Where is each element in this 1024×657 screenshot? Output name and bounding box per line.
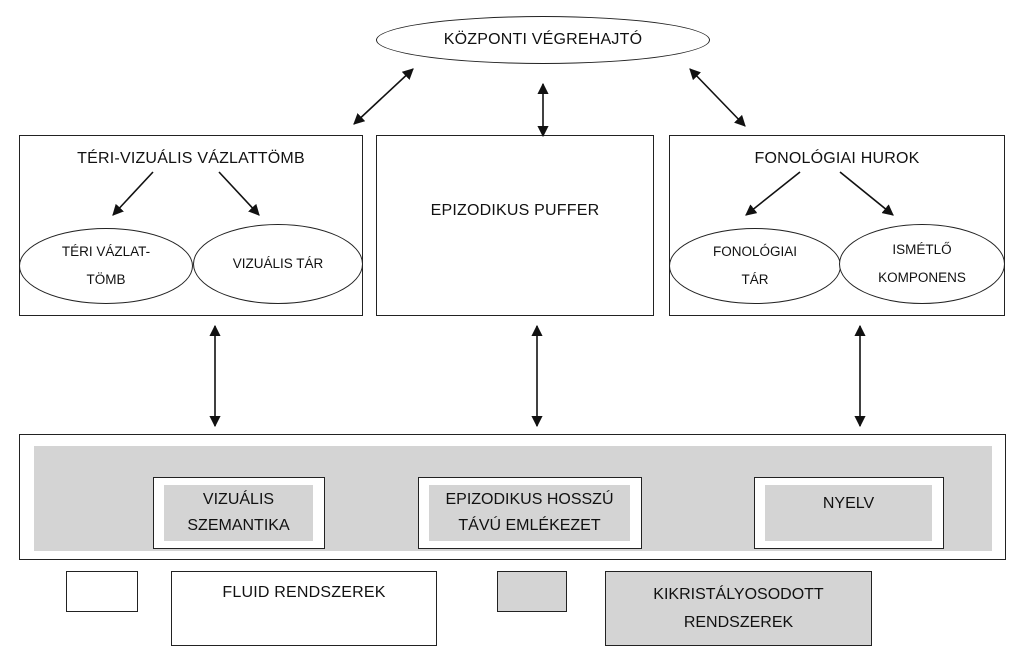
spatial-sketch-line1: TÉRI VÁZLAT- xyxy=(61,244,151,259)
visual-semantics-line1: VIZUÁLIS xyxy=(202,491,275,508)
visual-store-ellipse: VIZUÁLIS TÁR xyxy=(193,224,363,304)
language: NYELV xyxy=(754,477,944,549)
spatial-sketch-line2: TÖMB xyxy=(86,272,126,287)
visual-store-label: VIZUÁLIS TÁR xyxy=(232,256,324,271)
phonological-loop-title: FONOLÓGIAI HUROK xyxy=(754,150,920,167)
episodic-buffer: EPIZODIKUS PUFFER xyxy=(376,135,654,316)
episodic-buffer-label: EPIZODIKUS PUFFER xyxy=(430,202,600,219)
rehearsal-component-line2: KOMPONENS xyxy=(878,270,966,285)
episodic-ltm-fill: EPIZODIKUS HOSSZÚ TÁVÚ EMLÉKEZET xyxy=(429,485,630,541)
legend-crystallized-line1: KIKRISTÁLYOSODOTT xyxy=(653,585,824,603)
legend-fluid-swatch xyxy=(66,571,138,612)
phonological-store-line1: FONOLÓGIAI xyxy=(712,244,797,259)
legend-fluid-box: FLUID RENDSZEREK xyxy=(171,571,437,646)
legend-crystallized-swatch xyxy=(497,571,567,612)
phonological-store-ellipse: FONOLÓGIAI TÁR xyxy=(669,228,841,304)
phonological-store-line2: TÁR xyxy=(741,272,769,287)
central-executive-label: KÖZPONTI VÉGREHAJTÓ xyxy=(443,31,643,48)
visual-semantics-fill: VIZUÁLIS SZEMANTIKA xyxy=(164,485,313,541)
language-label: NYELV xyxy=(822,495,875,512)
rehearsal-component-ellipse: ISMÉTLŐ KOMPONENS xyxy=(839,224,1005,304)
episodic-ltm: EPIZODIKUS HOSSZÚ TÁVÚ EMLÉKEZET xyxy=(418,477,642,549)
visual-semantics-line2: SZEMANTIKA xyxy=(187,517,290,534)
episodic-ltm-line1: EPIZODIKUS HOSSZÚ xyxy=(445,491,614,508)
episodic-ltm-line2: TÁVÚ EMLÉKEZET xyxy=(458,517,601,534)
spatial-sketch-ellipse: TÉRI VÁZLAT- TÖMB xyxy=(19,228,193,304)
legend-crystallized-box: KIKRISTÁLYOSODOTT RENDSZEREK xyxy=(605,571,872,646)
arrow-executive-sketchpad xyxy=(353,68,414,125)
visuospatial-sketchpad-title: TÉRI-VIZUÁLIS VÁZLATTÖMB xyxy=(77,150,305,167)
legend-fluid-label: FLUID RENDSZEREK xyxy=(222,584,386,601)
language-fill: NYELV xyxy=(765,485,932,541)
legend-crystallized-line2: RENDSZEREK xyxy=(683,613,794,631)
rehearsal-component-line1: ISMÉTLŐ xyxy=(892,242,952,257)
central-executive: KÖZPONTI VÉGREHAJTÓ xyxy=(376,16,710,64)
visual-semantics: VIZUÁLIS SZEMANTIKA xyxy=(153,477,325,549)
arrow-executive-loop xyxy=(689,68,746,127)
